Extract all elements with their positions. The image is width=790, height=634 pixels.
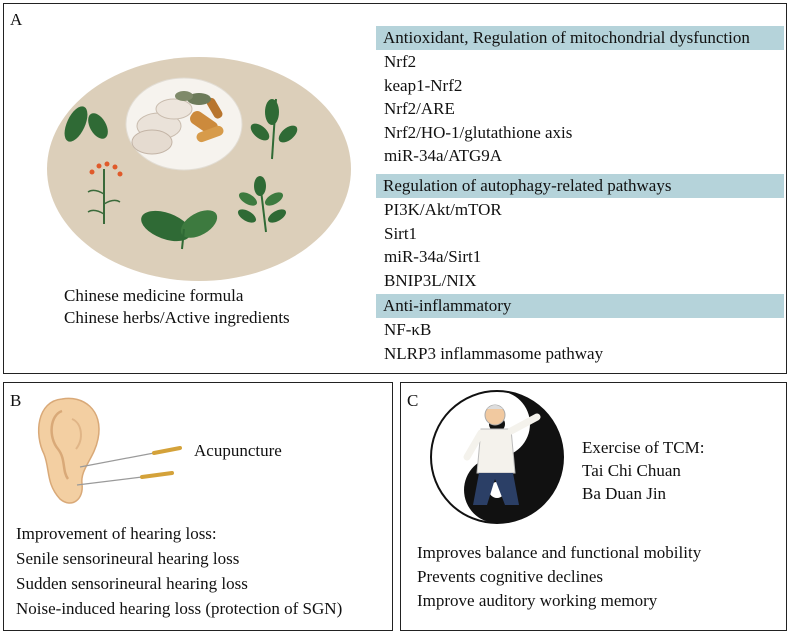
herbs-illustration <box>47 57 351 281</box>
list-item: Nrf2/ARE <box>384 99 455 118</box>
panel-c-label: C <box>407 391 419 410</box>
list-item: miR-34a/ATG9A <box>384 146 503 165</box>
exercise-item-2: Ba Duan Jin <box>582 484 667 503</box>
section-list-autophagy: PI3K/Akt/mTOR Sirt1 miR-34a/Sirt1 BNIP3L… <box>384 198 502 292</box>
benefit-line-1: Improves balance and functional mobility <box>417 543 702 562</box>
sprig-icon <box>250 98 298 160</box>
leaf-icon <box>64 106 108 142</box>
branch-icon <box>237 176 287 233</box>
list-item: NLRP3 inflammasome pathway <box>384 343 604 363</box>
benefit-line-3: Improve auditory working memory <box>417 591 658 610</box>
section-list-anti-inflammatory: NF-κB NLRP3 inflammasome pathway <box>384 318 603 365</box>
list-item: NF-κB <box>384 320 432 339</box>
list-item: miR-34a/Sirt1 <box>384 247 482 266</box>
section-header-antioxidant: Antioxidant, Regulation of mitochondrial… <box>376 26 784 50</box>
panel-a: A <box>3 3 787 374</box>
panel-c: C Exercise of TCM: Tai Chi Chuan Ba Duan… <box>400 382 787 631</box>
list-item: Nrf2/HO-1/glutathione axis <box>384 122 573 142</box>
caption-line-2: Chinese herbs/Active ingredients <box>64 308 290 327</box>
hearing-line-3: Sudden sensorineural hearing loss <box>16 574 248 593</box>
panel-b-label: B <box>10 391 22 410</box>
yin-yang-taichi-icon <box>430 390 564 524</box>
caption-line-1: Chinese medicine formula <box>64 286 244 305</box>
flower-icon <box>87 161 123 224</box>
list-item: BNIP3L/NIX <box>384 270 477 290</box>
list-item: PI3K/Akt/mTOR <box>384 200 502 219</box>
needle-icon <box>76 471 174 486</box>
benefit-line-2: Prevents cognitive declines <box>417 567 604 586</box>
taichi-figure-icon <box>463 404 541 505</box>
list-item: Sirt1 <box>384 223 418 243</box>
section-list-antioxidant: Nrf2 keap1-Nrf2 Nrf2/ARE Nrf2/HO-1/gluta… <box>384 50 572 168</box>
ear-acupuncture-icon <box>37 397 182 504</box>
panel-a-label: A <box>10 10 23 29</box>
list-item: keap1-Nrf2 <box>384 75 463 95</box>
hearing-line-4: Noise-induced hearing loss (protection o… <box>16 599 343 618</box>
leaves-icon <box>141 210 218 250</box>
list-item: Nrf2 <box>384 52 417 71</box>
panel-b: B Acupuncture Improvement of hearing los… <box>3 382 393 631</box>
exercise-item-1: Tai Chi Chuan <box>582 461 681 480</box>
section-header-autophagy: Regulation of autophagy-related pathways <box>376 174 784 198</box>
hearing-line-2: Senile sensorineural hearing loss <box>16 549 240 568</box>
acupuncture-title: Acupuncture <box>194 441 282 460</box>
needle-icon <box>79 446 182 468</box>
hearing-line-1: Improvement of hearing loss: <box>16 524 217 543</box>
section-header-anti-inflammatory: Anti-inflammatory <box>376 294 784 318</box>
exercise-title: Exercise of TCM: <box>582 438 705 457</box>
